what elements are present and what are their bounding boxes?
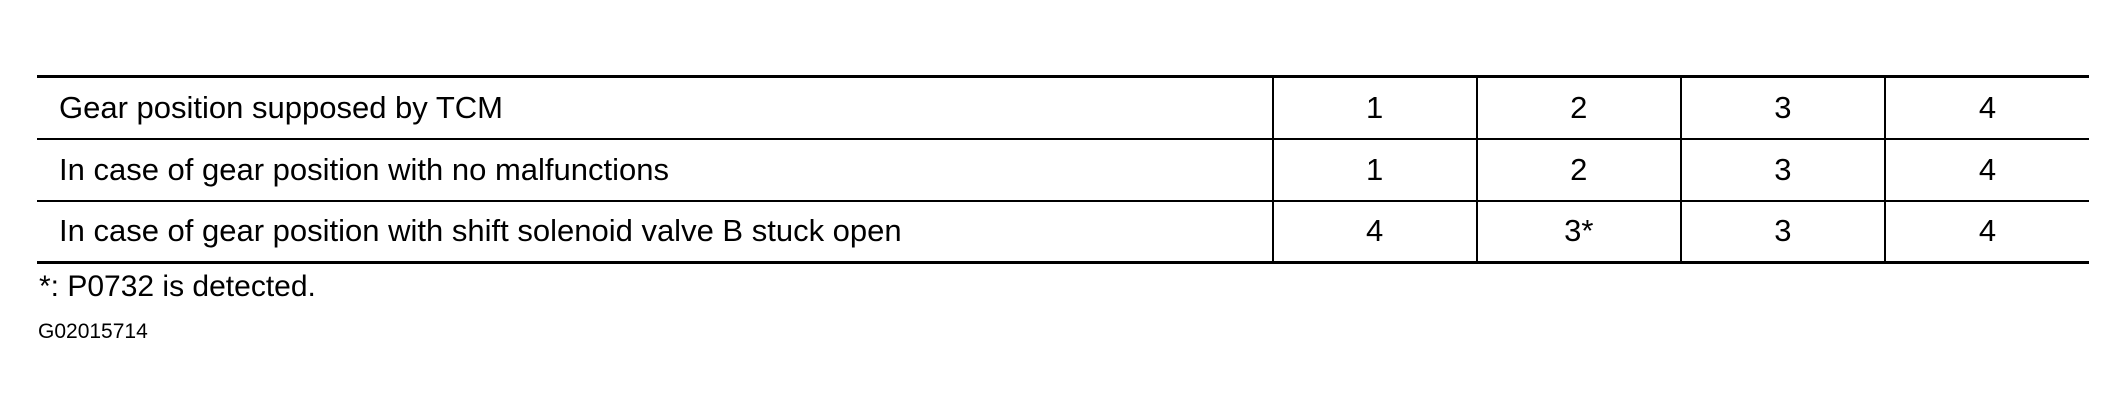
row-label: In case of gear position with no malfunc… xyxy=(37,138,1273,202)
table-row-gear-supposed-by-tcm: Gear position supposed by TCM 1 2 3 4 xyxy=(37,75,2089,140)
gear-value-cell: 1 xyxy=(1271,138,1477,202)
row-label: Gear position supposed by TCM xyxy=(37,75,1273,140)
gear-value-cell: 3 xyxy=(1679,200,1885,264)
gear-position-table-container: Gear position supposed by TCM 1 2 3 4 In… xyxy=(37,75,2089,264)
gear-value-cell: 4 xyxy=(1883,200,2089,264)
gear-value-cell: 3 xyxy=(1679,138,1885,202)
gear-value-cell: 2 xyxy=(1475,138,1681,202)
table-row-solenoid-b-stuck-open: In case of gear position with shift sole… xyxy=(37,200,2089,264)
footnote: *: P0732 is detected. xyxy=(39,270,316,303)
gear-position-table: Gear position supposed by TCM 1 2 3 4 In… xyxy=(37,75,2089,264)
gear-value-cell: 1 xyxy=(1271,75,1477,140)
gear-value-cell: 4 xyxy=(1883,138,2089,202)
gear-value-cell: 2 xyxy=(1475,75,1681,140)
gear-value-cell: 3* xyxy=(1475,200,1681,264)
table-row-no-malfunctions: In case of gear position with no malfunc… xyxy=(37,138,2089,202)
gear-value-cell: 3 xyxy=(1679,75,1885,140)
figure-id: G02015714 xyxy=(38,320,148,343)
gear-value-cell: 4 xyxy=(1883,75,2089,140)
gear-value-cell: 4 xyxy=(1271,200,1477,264)
row-label: In case of gear position with shift sole… xyxy=(37,200,1273,264)
